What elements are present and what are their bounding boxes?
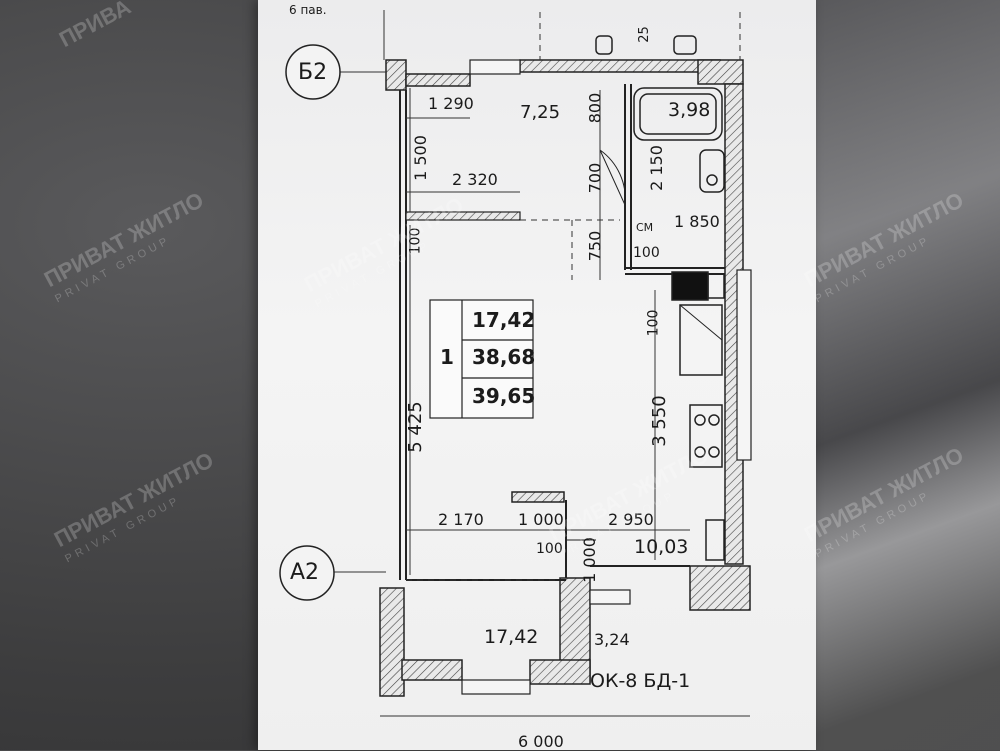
area-bath: 3,98 [668, 99, 711, 121]
floor-plan-sheet [258, 0, 816, 750]
dim-2170: 2 170 [438, 510, 484, 529]
axis-bubbles [279, 44, 341, 601]
dim-700: 700 [585, 162, 605, 194]
dim-2320: 2 320 [452, 170, 498, 189]
axis-a2-label: А2 [290, 560, 320, 585]
dim-6000: 6 000 [518, 732, 564, 751]
dim-1000-vertical: 1 000 [579, 537, 599, 583]
dim-5425: 5 425 [404, 401, 426, 453]
dim-750: 750 [585, 230, 605, 262]
dim-1000-horizontal: 1 000 [518, 510, 564, 529]
dim-2950: 2 950 [608, 510, 654, 529]
area-kitchen: 10,03 [634, 536, 689, 558]
kitchen-fixtures [671, 271, 725, 561]
dim-1850: 1 850 [674, 212, 720, 231]
dim-100-bath: 100 [633, 245, 660, 261]
area-room: 17,42 [484, 626, 539, 648]
door-swings [566, 149, 626, 541]
dim-3550: 3 550 [648, 395, 670, 447]
dim-100-bottom: 100 [536, 541, 563, 557]
window-door-marks: ОК-8 БД-1 [590, 670, 691, 692]
axis-b2-label: Б2 [298, 60, 328, 85]
dim-800: 800 [585, 92, 605, 124]
dimension-lines [320, 10, 750, 717]
dim-2150: 2 150 [646, 145, 666, 191]
plastic-wrap [800, 0, 1000, 750]
dim-1290: 1 290 [428, 94, 474, 113]
top-note: 6 пав. [289, 3, 327, 17]
area-balcony: 3,24 [594, 630, 630, 649]
dim-1500: 1 500 [410, 135, 430, 181]
area-hall: 7,25 [520, 102, 561, 123]
dim-100-kitchen: 100 [645, 309, 662, 337]
summary-total-area: 38,68 [472, 345, 536, 369]
washing-machine-mark: СМ [636, 221, 654, 234]
area-summary-table [429, 299, 534, 419]
windows [461, 59, 752, 695]
summary-rooms: 1 [440, 345, 454, 369]
summary-total-balcony: 39,65 [472, 384, 536, 408]
dim-100-left: 100 [407, 227, 424, 255]
dim-25: 25 [636, 26, 652, 43]
dashed-lines [406, 12, 741, 581]
bath-fixtures [595, 35, 725, 193]
summary-living-area: 17,42 [472, 308, 536, 332]
